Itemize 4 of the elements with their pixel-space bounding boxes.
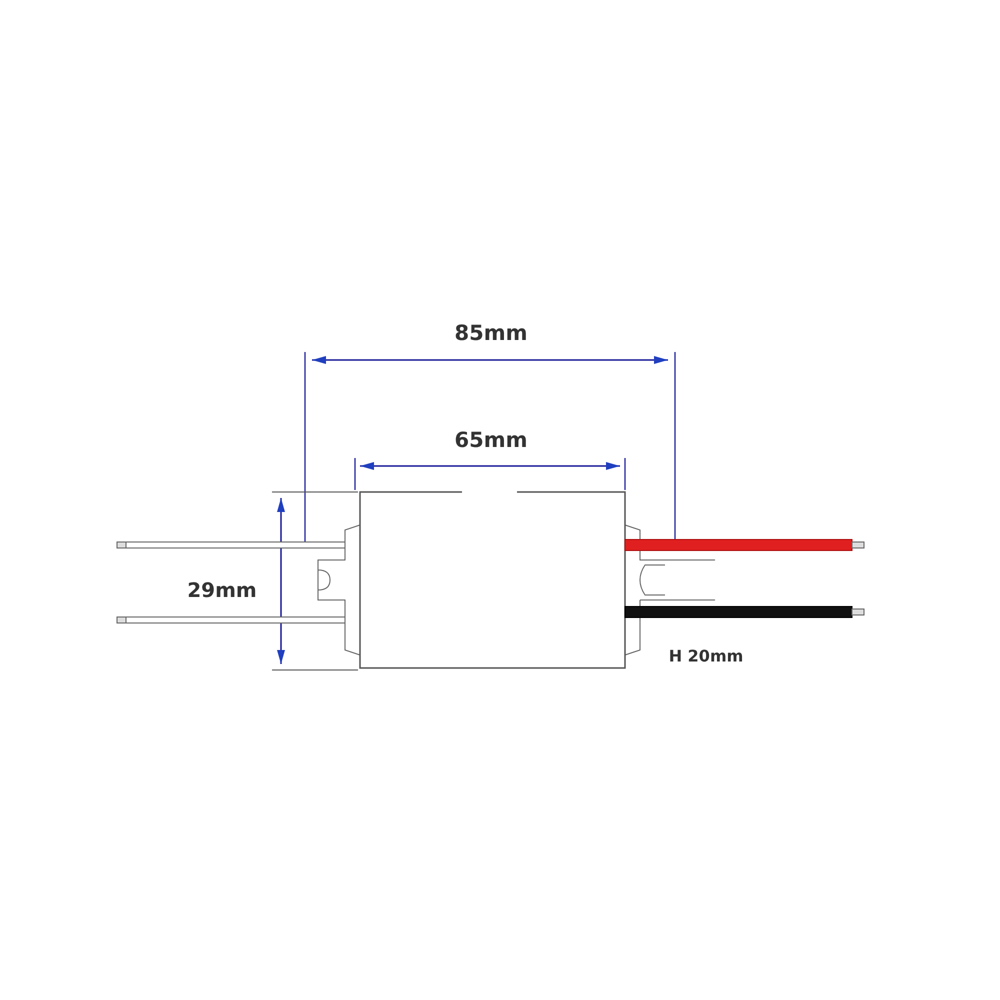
dimension-label: 65mm	[454, 428, 528, 452]
dimension-label: 85mm	[454, 321, 528, 345]
dimension-label: H 20mm	[668, 646, 744, 666]
dimension-label: 29mm	[187, 578, 257, 602]
